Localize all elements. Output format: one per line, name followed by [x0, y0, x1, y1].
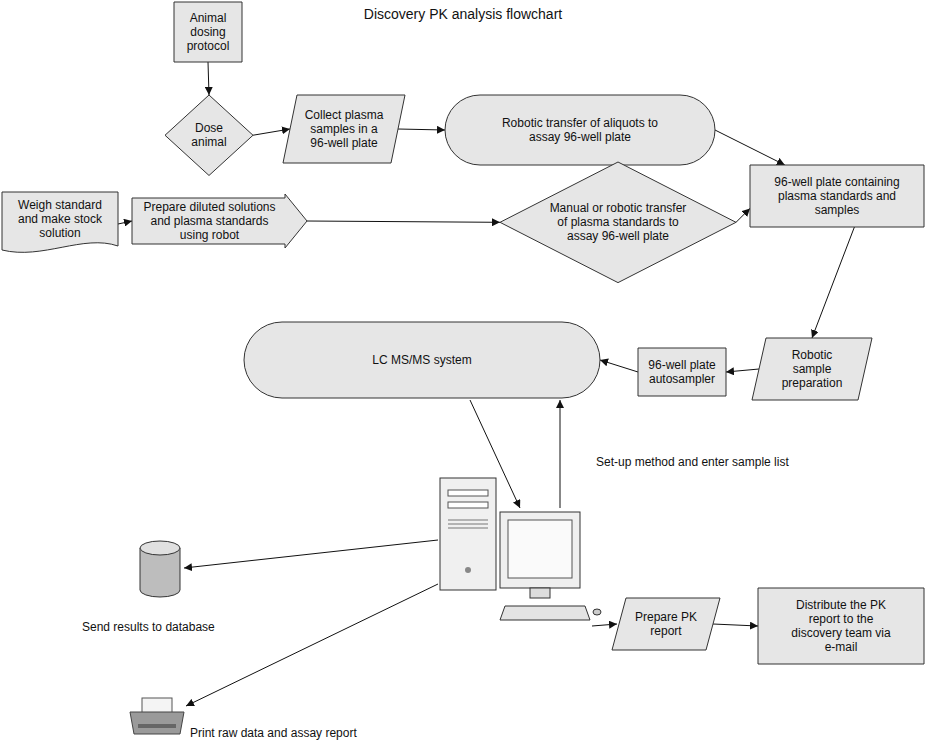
node-text: Manual or robotic transfer of plasma sta… [544, 201, 692, 243]
node-outline-path [174, 2, 242, 62]
node-text: Prepare diluted solutions and plasma sta… [140, 200, 280, 242]
flow-arrow [208, 62, 209, 95]
node-text: Prepare PK report [630, 610, 702, 638]
decision-diamond: Dose animal [165, 95, 253, 175]
flow-arrow [812, 227, 854, 338]
printer-icon [130, 698, 184, 734]
flow-arrow [736, 208, 750, 222]
io-parallelogram: Collect plasma samples in a 96-well plat… [283, 95, 405, 163]
node-outline-path [750, 165, 924, 227]
database-icon [140, 541, 180, 597]
flow-arrow [715, 130, 785, 165]
plate-box: 96-well plate containing plasma standard… [750, 165, 924, 227]
diagram-title: Discovery PK analysis flowchart [0, 6, 926, 22]
node-text: Dose animal [182, 121, 236, 149]
node-text: Robotic transfer of aliquots to assay 96… [485, 116, 675, 144]
node-text: 96-well plate containing plasma standard… [767, 175, 907, 217]
free-label: Print raw data and assay report [190, 726, 357, 740]
node-outline-path [283, 95, 405, 163]
free-label: Set-up method and enter sample list [596, 455, 789, 469]
node-outline-path [132, 194, 307, 248]
flow-arrow [713, 624, 758, 626]
flow-arrow [118, 221, 132, 224]
node-outline-path [244, 322, 600, 398]
io-parallelogram: Prepare PK report [612, 598, 720, 650]
instrument-capsule: LC MS/MS system [244, 322, 600, 398]
node-text: Distribute the PK report to the discover… [785, 598, 897, 654]
node-outline-path [445, 95, 715, 165]
node-outline-path [638, 348, 726, 396]
node-outline-path [758, 588, 924, 664]
node-outline-path [2, 192, 118, 252]
flow-arrow [600, 360, 638, 372]
computer-icon [440, 478, 601, 620]
node-text: Weigh standard and make stock solution [7, 198, 113, 240]
process-capsule: Robotic transfer of aliquots to assay 96… [445, 95, 715, 165]
flow-arrow [307, 221, 500, 222]
node-text: Collect plasma samples in a 96-well plat… [301, 108, 387, 150]
node-text: Robotic sample preparation [774, 348, 850, 390]
node-outline-path [500, 162, 736, 283]
decision-diamond: Manual or robotic transfer of plasma sta… [500, 162, 736, 283]
arrow-shape: Prepare diluted solutions and plasma sta… [132, 194, 307, 248]
node-outline-path [165, 95, 253, 175]
free-label: Send results to database [82, 620, 215, 634]
node-text: 96-well plate autosampler [642, 358, 722, 386]
protocol-box: Animal dosing protocol [174, 2, 242, 62]
flow-arrow [398, 129, 445, 130]
node-outline-path [752, 338, 872, 400]
flow-arrow [253, 129, 290, 135]
node-outline-path [612, 598, 720, 650]
node-text: LC MS/MS system [372, 353, 471, 367]
report-box: Distribute the PK report to the discover… [758, 588, 924, 664]
node-text: Animal dosing protocol [178, 11, 238, 53]
computer-link [184, 400, 617, 706]
autosampler-box: 96-well plate autosampler [638, 348, 726, 396]
document-shape: Weigh standard and make stock solution [2, 192, 118, 256]
io-parallelogram: Robotic sample preparation [752, 338, 872, 400]
flow-arrow [726, 369, 759, 372]
